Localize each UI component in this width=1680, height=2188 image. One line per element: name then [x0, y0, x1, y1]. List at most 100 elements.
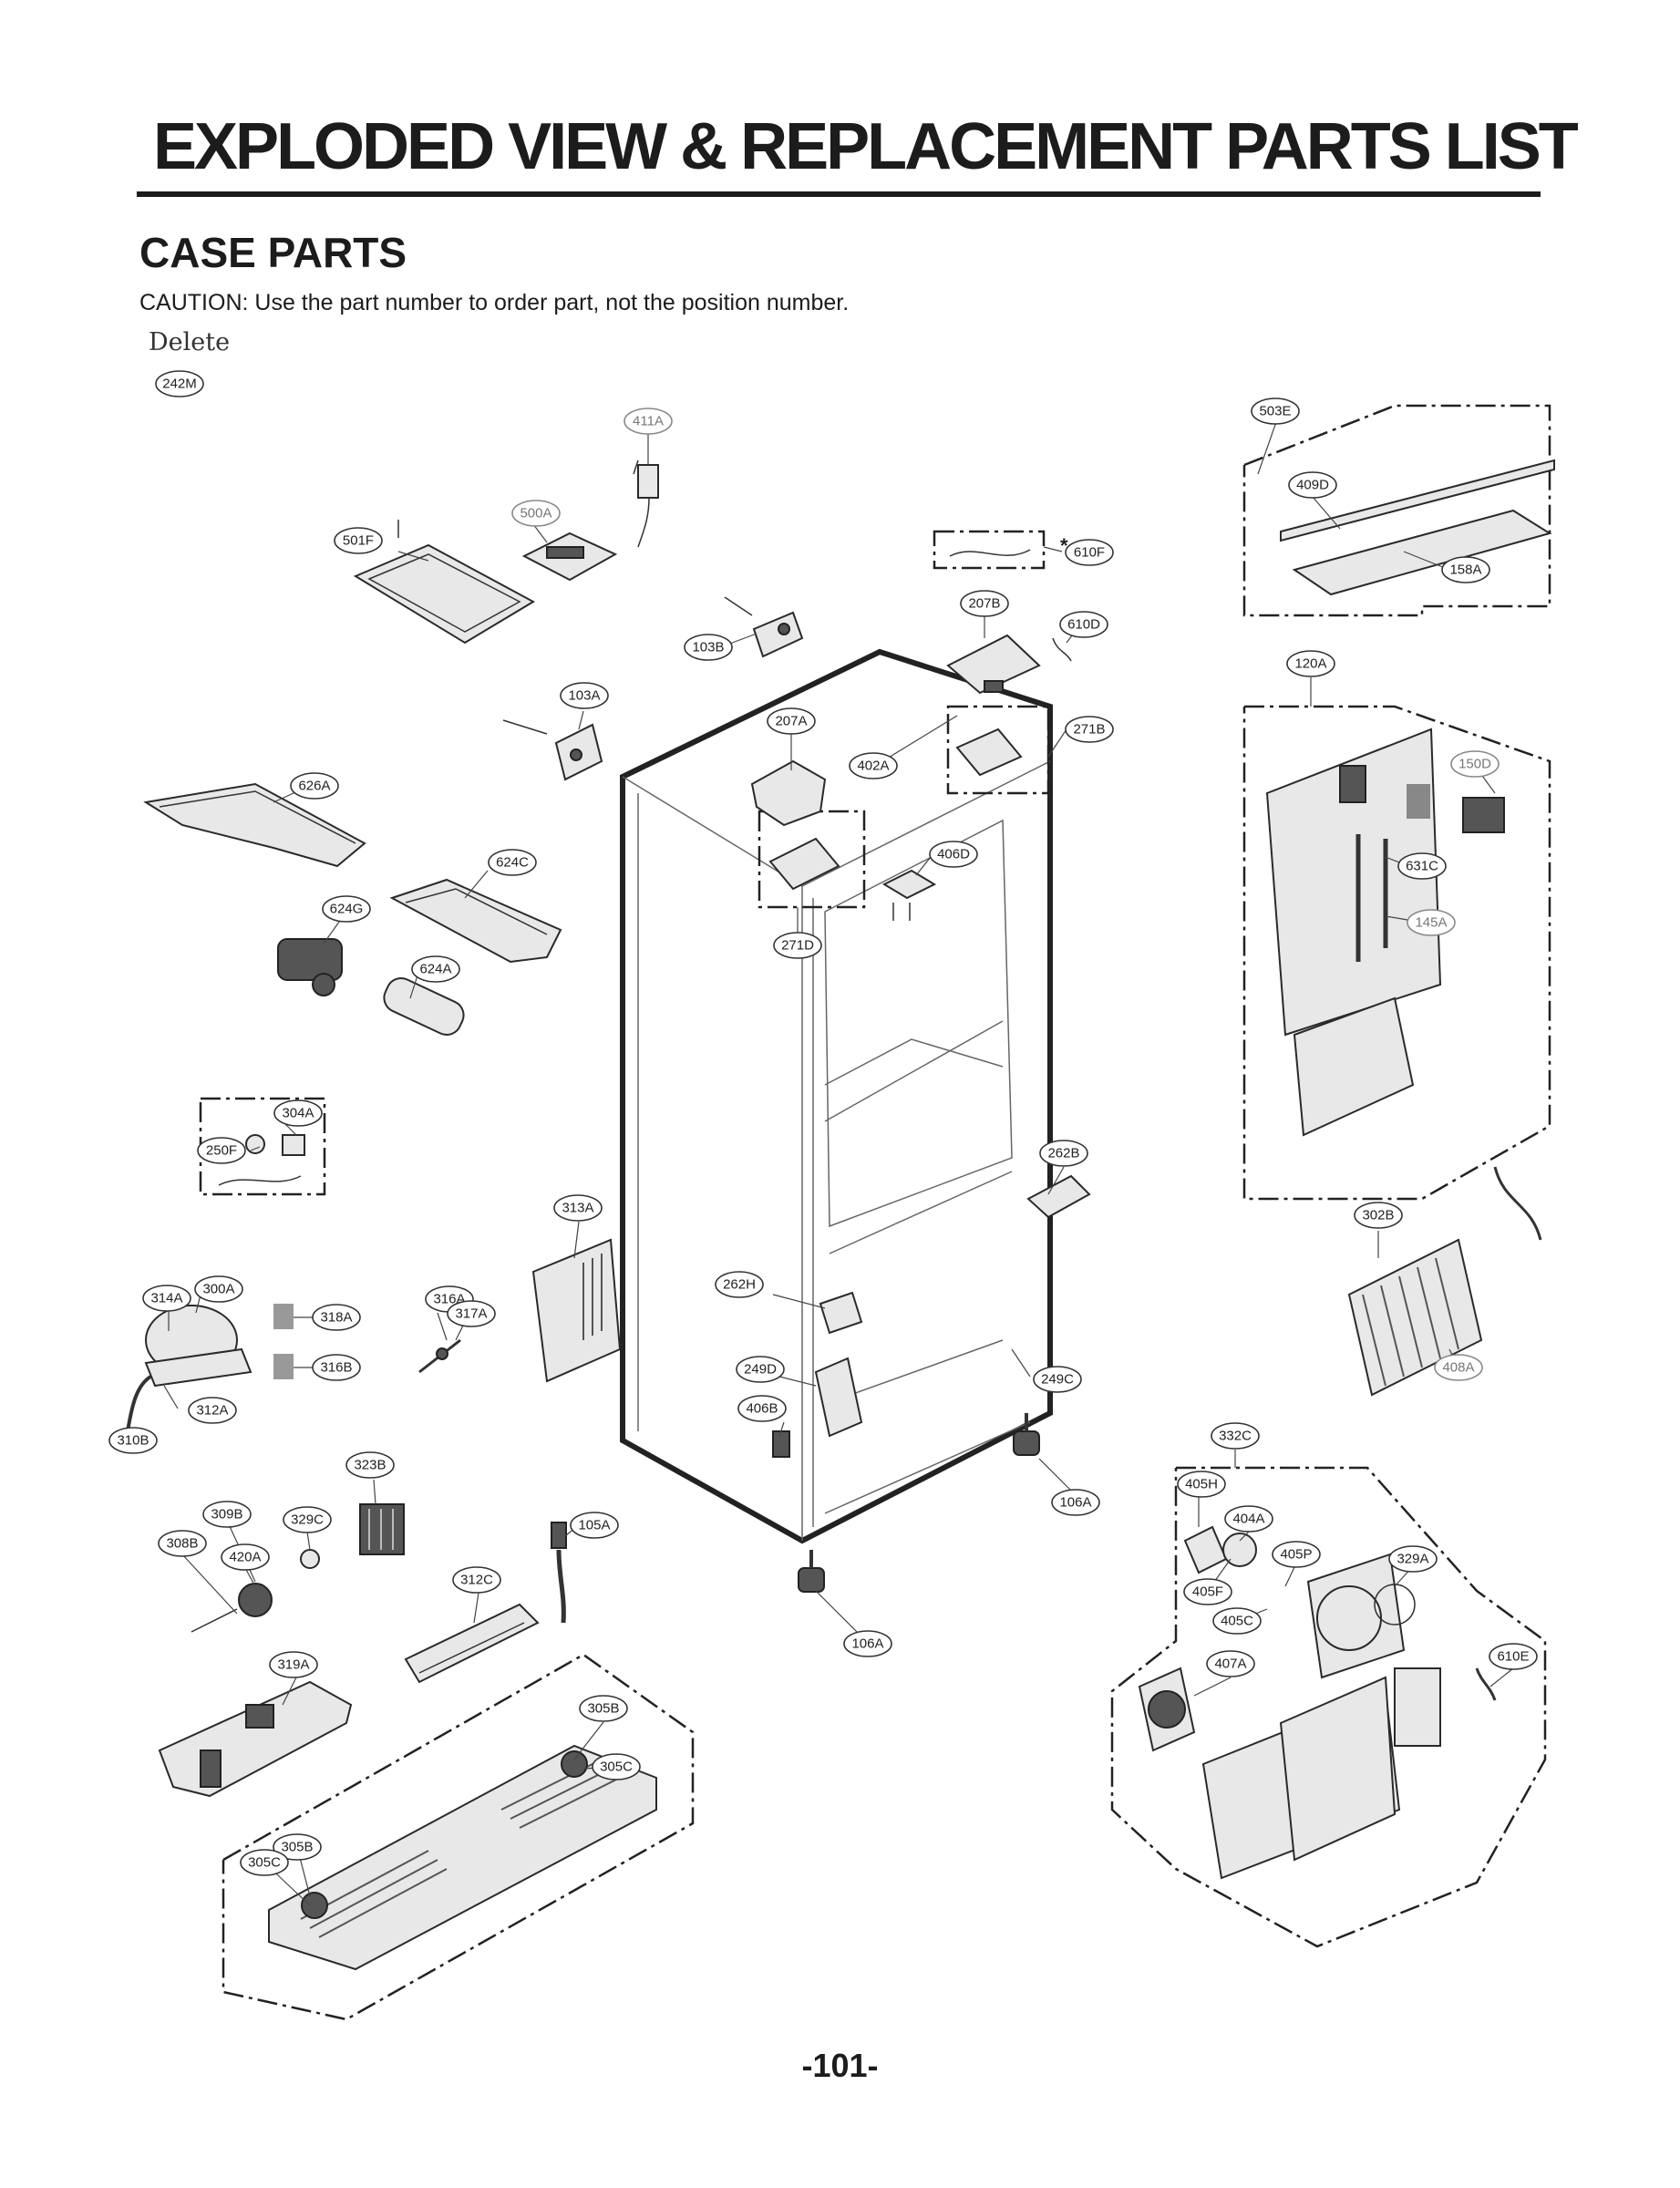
part-label-304a: 304A [273, 1099, 323, 1127]
part-label-text: 262B [1047, 1146, 1079, 1161]
part-label-text: 105A [578, 1518, 610, 1533]
part-label-text: 402A [857, 759, 889, 774]
part-label-text: 411A [633, 414, 664, 429]
part-label-305c: 305C [240, 1849, 289, 1876]
part-label-262h: 262H [715, 1271, 764, 1298]
part-label-text: 271B [1073, 722, 1105, 738]
part-label-319a: 319A [269, 1651, 318, 1678]
part-label-329a: 329A [1388, 1545, 1438, 1573]
part-label-text: 405C [1221, 1614, 1253, 1629]
part-label-158a: 158A [1441, 556, 1490, 583]
part-label-text: 305B [587, 1701, 619, 1717]
part-label-text: 503E [1259, 404, 1291, 419]
part-label-text: 319A [277, 1657, 309, 1673]
center-hinge-262b [1026, 1174, 1091, 1219]
hinge-box-271b [946, 705, 1050, 795]
part-label-text: 312A [196, 1403, 228, 1419]
part-label-207a: 207A [767, 707, 816, 735]
rail-group-503e [1242, 404, 1555, 617]
part-label-250f: 250F [197, 1137, 246, 1164]
part-label-309b: 309B [202, 1501, 252, 1528]
control-panel-group-120a [1242, 705, 1551, 1201]
page-number: -101- [801, 2047, 879, 2084]
part-label-406d: 406D [929, 841, 978, 868]
part-label-text: 408A [1442, 1360, 1474, 1376]
fan-motor-420a [191, 1549, 320, 1633]
part-label-text: 302B [1362, 1208, 1394, 1223]
part-labels: 411A500A501F610F503E409D158A207B610D103B… [108, 397, 1538, 1876]
part-label-text: 624A [419, 962, 451, 977]
page-title: EXPLODED VIEW & REPLACEMENT PARTS LIST [153, 110, 1579, 183]
part-label-405h: 405H [1177, 1471, 1226, 1498]
part-label-503e: 503E [1251, 397, 1300, 425]
ice-bucket-626a [143, 782, 366, 868]
part-label-text: 610D [1067, 617, 1100, 633]
part-label-120a: 120A [1286, 650, 1335, 677]
condenser-323b [359, 1503, 405, 1555]
part-label-text: 150D [1458, 757, 1491, 772]
part-label-610d: 610D [1059, 611, 1108, 638]
part-label-406b: 406B [737, 1395, 787, 1422]
part-label-text: 304A [282, 1106, 314, 1121]
asterisk-mark: * [1060, 534, 1068, 557]
part-label-500a: 500A [511, 500, 561, 527]
part-label-text: 420A [229, 1550, 261, 1565]
part-label-106a: 106A [1051, 1489, 1100, 1516]
part-label-631c: 631C [1397, 852, 1447, 880]
hinge-cover-207b [946, 634, 1072, 695]
tube-310b [126, 1375, 152, 1432]
part-label-409d: 409D [1288, 471, 1337, 499]
part-label-402a: 402A [849, 752, 898, 779]
part-label-332c: 332C [1211, 1422, 1260, 1450]
part-label-249c: 249C [1033, 1366, 1082, 1393]
part-label-text: 120A [1294, 656, 1326, 672]
bracket-103a [502, 719, 603, 781]
part-label-text: 249D [744, 1362, 777, 1378]
part-label-text: 407A [1214, 1656, 1246, 1672]
base-plate-group [222, 1653, 695, 2021]
part-label-624c: 624C [488, 849, 537, 876]
part-label-302b: 302B [1354, 1202, 1403, 1229]
part-label-405p: 405P [1272, 1541, 1321, 1568]
part-label-249d: 249D [736, 1356, 785, 1383]
part-label-404a: 404A [1224, 1505, 1273, 1533]
auger-motor-624g [277, 938, 343, 996]
part-label-text: 405H [1185, 1477, 1218, 1492]
part-label-310b: 310B [108, 1427, 158, 1454]
part-label-242m: 242M [155, 370, 204, 397]
part-label-305b: 305B [579, 1695, 628, 1722]
part-label-323b: 323B [345, 1451, 395, 1479]
part-label-text: 313A [562, 1201, 593, 1216]
bracket-319a [158, 1680, 353, 1798]
part-label-text: 308B [166, 1536, 198, 1552]
part-label-text: 316B [320, 1360, 352, 1376]
part-label-text: 106A [1059, 1495, 1091, 1511]
bracket-103b [724, 596, 804, 658]
part-label-271b: 271B [1065, 716, 1114, 743]
part-label-106a: 106A [843, 1630, 892, 1657]
part-label-text: 262H [723, 1277, 756, 1293]
part-label-305c: 305C [592, 1753, 641, 1780]
part-label-312c: 312C [452, 1566, 501, 1594]
part-label-408a: 408A [1434, 1354, 1483, 1381]
part-label-text: 309B [211, 1507, 242, 1522]
part-label-text: 300A [202, 1282, 234, 1297]
part-label-text: 405F [1192, 1584, 1223, 1600]
switch-group-box [199, 1097, 326, 1196]
part-label-text: 404A [1232, 1512, 1264, 1527]
part-label-145a: 145A [1407, 909, 1456, 936]
svg-text:242M: 242M [162, 377, 197, 392]
part-label-312a: 312A [188, 1397, 237, 1424]
power-cord-411a [633, 459, 659, 548]
part-label-text: 624C [496, 855, 529, 871]
title-rule [137, 191, 1541, 197]
section-title: CASE PARTS [139, 229, 407, 276]
part-label-text: 610E [1497, 1649, 1529, 1665]
part-label-text: 501F [343, 533, 374, 549]
part-label-text: 406B [746, 1401, 778, 1417]
part-label-text: 318A [320, 1310, 352, 1326]
leveling-legs-106a [798, 1413, 1040, 1593]
part-label-text: 610F [1074, 545, 1105, 561]
part-label-text: 332C [1219, 1429, 1252, 1444]
part-label-text: 207A [775, 714, 807, 729]
